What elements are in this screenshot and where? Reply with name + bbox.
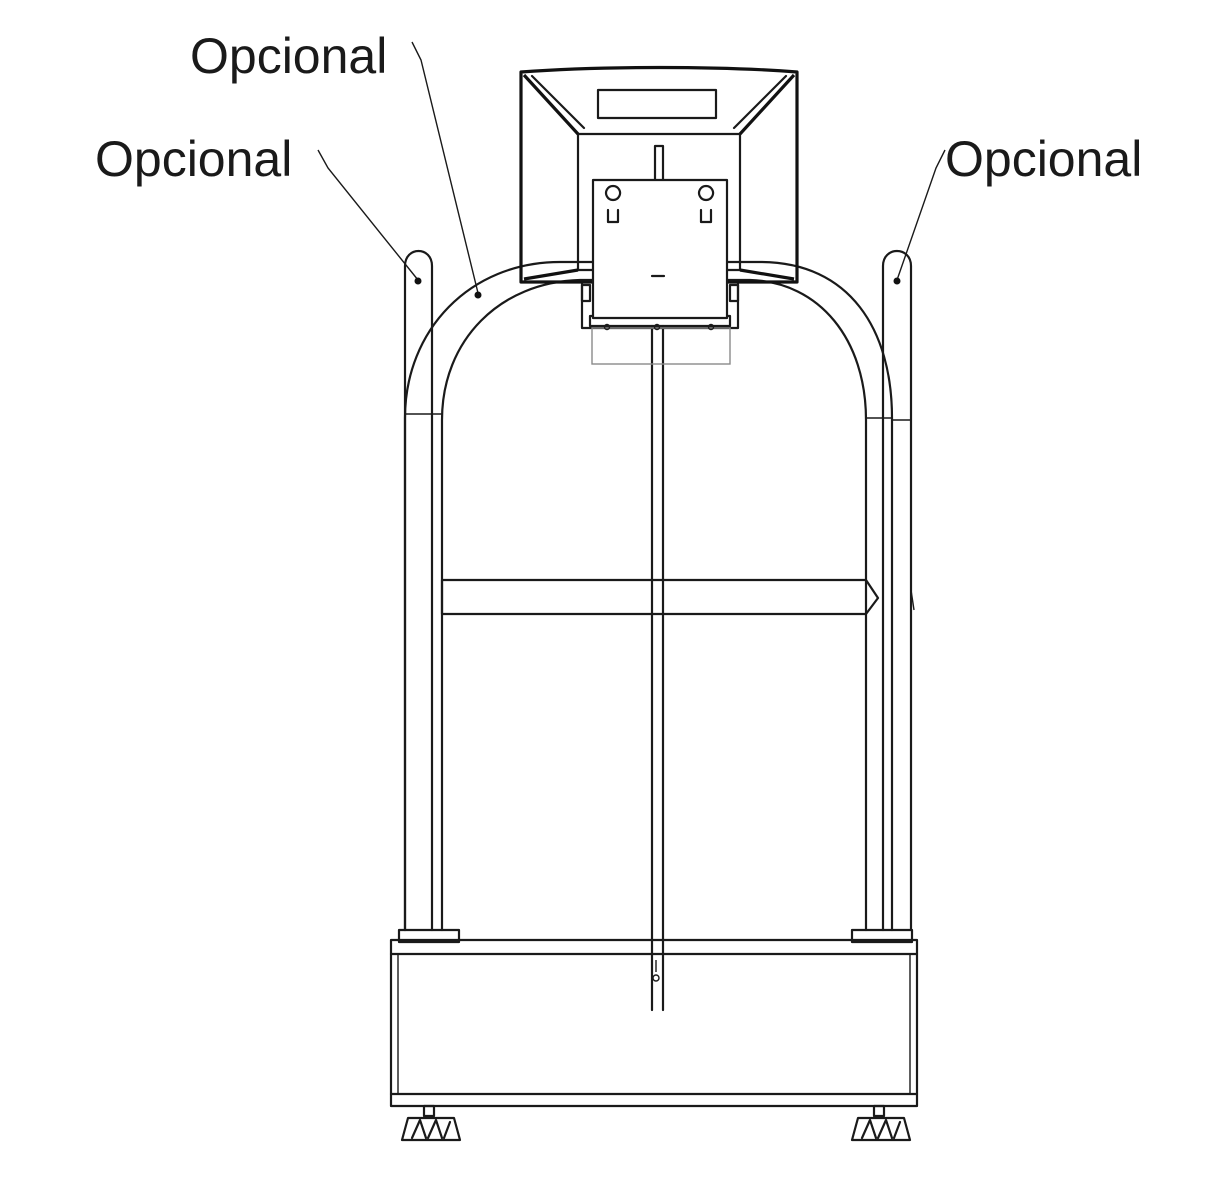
leader-dot-top — [474, 291, 482, 299]
leveling-foot-right — [850, 1104, 912, 1142]
base-box — [389, 938, 919, 1108]
keyhole-left — [604, 184, 622, 202]
leveling-foot-left — [400, 1104, 462, 1142]
display-unit — [519, 65, 799, 284]
optional-side-bar-right — [881, 250, 915, 932]
optional-side-bar-left — [403, 250, 434, 932]
display-window — [596, 88, 718, 120]
leader-line-top — [411, 41, 479, 294]
base — [389, 928, 919, 1108]
foot-plate-left — [397, 928, 461, 944]
support-pole — [650, 324, 665, 1012]
label-optional-top: Opcional — [190, 28, 387, 84]
leader-dot-left — [414, 277, 422, 285]
foot-plate-right — [850, 928, 914, 944]
label-optional-left: Opcional — [95, 131, 292, 187]
cross-bar — [440, 578, 880, 616]
display-outer-frame — [519, 65, 799, 284]
mounting-plate — [591, 178, 729, 320]
leader-line-left — [317, 149, 419, 281]
keyhole-right — [697, 184, 715, 202]
label-optional-right: Opcional — [945, 131, 1142, 187]
arch-frame — [403, 260, 894, 932]
arch-outer — [403, 260, 894, 932]
arch-inner — [440, 278, 868, 932]
leader-line-right — [896, 149, 946, 281]
leader-dot-right — [893, 277, 901, 285]
leader-lines — [317, 41, 946, 299]
